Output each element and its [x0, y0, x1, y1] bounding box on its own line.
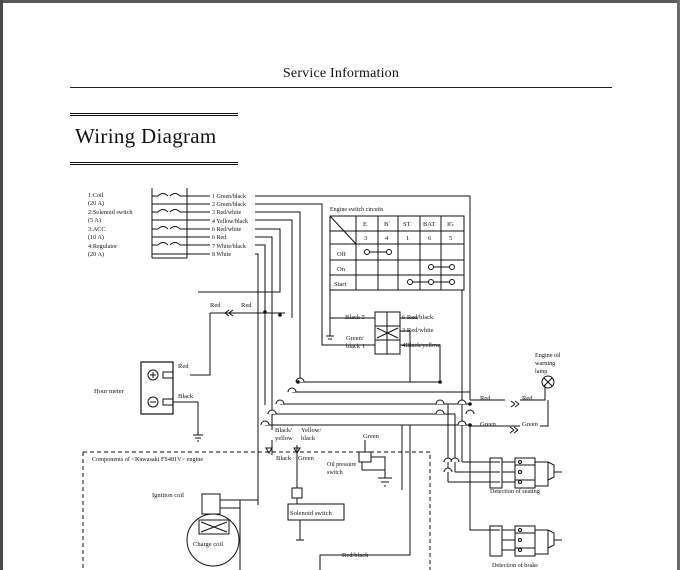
- brake-sensor: Detection of brake: [489, 525, 562, 569]
- ignition-coil-label: Ignition coil: [152, 492, 184, 499]
- pin-4: 4 Yellow/black: [212, 219, 248, 225]
- wire-labels-mid: Black/ yellow Yellow/ black Green: [275, 427, 380, 442]
- label-green-right-2: Green: [522, 421, 539, 428]
- label-red-right-2: Red: [522, 395, 533, 402]
- label-yellow-black-b: black: [301, 435, 316, 442]
- fuse-label-3: 2:Solenoid switch: [88, 209, 133, 216]
- pin-3: 3 Red/white: [212, 210, 241, 216]
- engine-components-box: Components of <Kawasaki FS481V> engine B…: [82, 440, 431, 570]
- ignition-assembly: Ignition coil Charge coil: [152, 492, 258, 570]
- pin-2: 2 Green/black: [212, 202, 246, 208]
- hour-meter-label: Hour meter: [94, 388, 125, 395]
- pin-8: 8 White: [212, 252, 231, 258]
- charge-coil-label: Charge coil: [193, 541, 223, 548]
- fuse-label-2: (20 A): [88, 200, 104, 207]
- label-red-1: Red: [210, 302, 221, 309]
- col-b: B´: [384, 221, 391, 228]
- engine-switch-table: Engine switch circuits E B´ ST BAT IG 3 …: [329, 207, 465, 291]
- seating-sensor: Detection of seating: [489, 457, 562, 495]
- page-title: Wiring Diagram: [75, 124, 217, 148]
- label-red-hour-meter: Red: [178, 363, 189, 370]
- col-ig: IG: [447, 221, 454, 228]
- fuse-label-8: (20 A): [88, 251, 104, 258]
- label-black-hour-meter: Black: [178, 393, 194, 400]
- label-black-yellow-b: yellow: [275, 435, 293, 442]
- pin-ig: 5: [449, 235, 452, 242]
- wire-crossings: [260, 377, 475, 473]
- pin-b: 4: [385, 235, 389, 242]
- pin-7: 7 White/black: [212, 244, 246, 250]
- label-red-black-6: 6 Red/black: [402, 314, 434, 321]
- col-e: E: [363, 221, 367, 228]
- row-on: On: [337, 266, 346, 273]
- engine-switch-connector: Black 5 Green/ black 1 6 Red/black 3 Red…: [345, 311, 440, 355]
- window-left-border: [0, 0, 3, 570]
- label-green-black-1a: Green/: [346, 335, 364, 342]
- window-top-border: [0, 0, 680, 3]
- header-rule: [70, 87, 612, 88]
- row-off: Off: [337, 251, 347, 258]
- oil-pressure-label-2: switch: [327, 470, 343, 476]
- col-st: ST: [403, 221, 411, 228]
- detection-seating-label: Detection of seating: [490, 488, 540, 495]
- connector-pin-labels: 1 Green/black 2 Green/black 3 Red/white …: [212, 194, 248, 258]
- title-block: Wiring Diagram: [70, 113, 238, 165]
- pin-bat: 6: [428, 235, 432, 242]
- label-green-right-1: Green: [480, 421, 497, 428]
- label-red-2: Red: [241, 302, 252, 309]
- label-black-s: Black: [276, 455, 292, 462]
- engine-box-label: Components of <Kawasaki FS481V> engine: [92, 456, 203, 463]
- oil-lamp-label-3: lamp: [535, 368, 547, 375]
- label-green-oil-pressure: Green: [363, 433, 380, 440]
- pin-1: 1 Green/black: [212, 194, 246, 200]
- oil-lamp-label-1: Engine oil: [535, 352, 561, 359]
- pin-5: 6 Red/white: [212, 227, 241, 233]
- fuse-block: 1:Coil (20 A) 2:Solenoid switch (5 A) 3:…: [88, 188, 210, 259]
- label-red-black-bottom: Red/black: [342, 552, 369, 559]
- junction-dots: [263, 310, 472, 427]
- section-header: Service Information: [282, 66, 400, 81]
- scrollbar[interactable]: [677, 0, 680, 570]
- solenoid-switch: Solenoid switch Red/black: [287, 487, 369, 559]
- engine-switch-title: Engine switch circuits: [330, 207, 384, 213]
- pin-st: 1: [406, 235, 409, 242]
- oil-lamp-label-2: warning: [535, 360, 555, 367]
- fuse-label-1: 1:Coil: [88, 192, 104, 199]
- fuse-label-4: (5 A): [88, 217, 101, 224]
- oil-pressure-label-1: Oil pressure: [327, 462, 356, 468]
- row-start: Start: [334, 281, 346, 288]
- label-red-white-3: 3 Red/white: [402, 327, 434, 334]
- label-black-yellow-a: Black/: [275, 427, 292, 434]
- pin-6: 6 Red: [212, 235, 226, 241]
- col-bat: BAT: [423, 221, 435, 228]
- label-green-black-1b: black 1: [346, 343, 365, 350]
- fuse-label-7: 4:Regulator: [88, 243, 117, 250]
- label-green-s: Green: [298, 455, 315, 462]
- detection-brake-label: Detection of brake: [492, 562, 538, 569]
- label-yellow-black-a: Yellow/: [301, 427, 321, 434]
- oil-pressure-switch: Oil pressure switch: [327, 440, 392, 487]
- oil-warning-lamp: Engine oil warning lamp Red Red Green Gr…: [480, 352, 561, 434]
- label-black-yellow-4: 4Black/yellow: [402, 342, 440, 349]
- solenoid-switch-label: Solenoid switch: [290, 510, 332, 517]
- label-black-5: Black 5: [345, 314, 365, 321]
- label-red-right-1: Red: [480, 395, 491, 402]
- fuse-label-6: (10 A): [88, 234, 104, 241]
- pin-e: 3: [364, 235, 367, 242]
- hour-meter-wiring: Red Red Hour meter Red Black: [94, 302, 285, 442]
- main-wires: [198, 195, 549, 570]
- fuse-label-5: 3:ACC: [88, 226, 106, 233]
